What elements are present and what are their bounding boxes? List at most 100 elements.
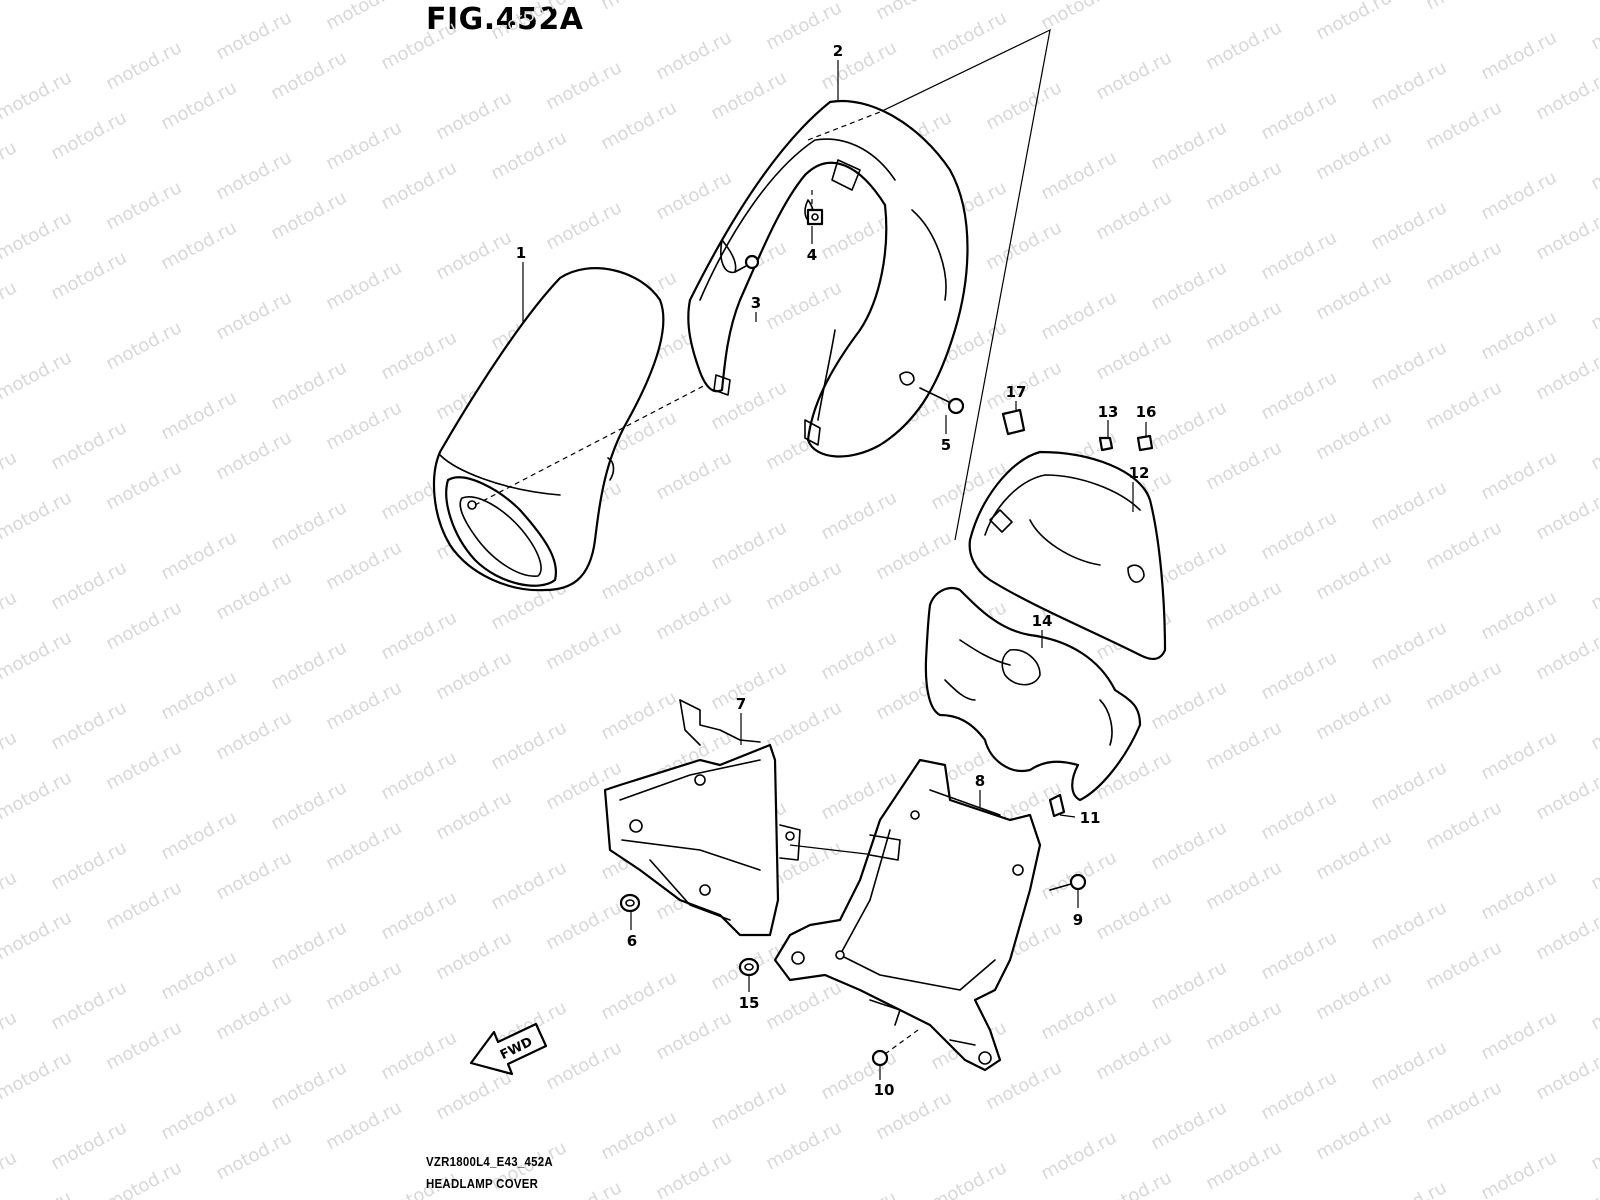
- watermark-text: motod.ru: [157, 947, 240, 1004]
- watermark-text: motod.ru: [762, 697, 845, 754]
- watermark-text: motod.ru: [817, 37, 900, 94]
- watermark-text: motod.ru: [542, 617, 625, 674]
- watermark-text: motod.ru: [707, 657, 790, 714]
- watermark-text: motod.ru: [157, 527, 240, 584]
- watermark-text: motod.ru: [1202, 437, 1285, 494]
- watermark-text: motod.ru: [1257, 647, 1340, 704]
- watermark-text: motod.ru: [47, 1117, 130, 1174]
- watermark-text: motod.ru: [1587, 137, 1600, 194]
- watermark-text: motod.ru: [212, 707, 295, 764]
- part-4-nut-clip: [806, 190, 824, 226]
- watermark-text: motod.ru: [322, 677, 405, 734]
- part-5-fastener: [919, 387, 965, 415]
- watermark-text: motod.ru: [212, 987, 295, 1044]
- watermark-text: motod.ru: [1477, 727, 1560, 784]
- watermark-text: motod.ru: [322, 117, 405, 174]
- part-14-lower-inner-cover: [924, 587, 1142, 802]
- watermark-text: motod.ru: [377, 1027, 460, 1084]
- watermark-text: motod.ru: [1367, 1037, 1450, 1094]
- part-7-bracket-left: [603, 699, 801, 937]
- watermark-text: motod.ru: [597, 1107, 680, 1164]
- watermark-text: motod.ru: [762, 277, 845, 334]
- watermark-text: motod.ru: [1422, 657, 1505, 714]
- watermark-text: motod.ru: [707, 1077, 790, 1134]
- watermark-text: motod.ru: [597, 0, 680, 14]
- watermark-text: motod.ru: [267, 497, 350, 554]
- watermark-text: motod.ru: [432, 647, 515, 704]
- watermark-text: motod.ru: [0, 1147, 20, 1200]
- watermark-text: motod.ru: [377, 327, 460, 384]
- watermark-text: motod.ru: [597, 547, 680, 604]
- watermark-text: motod.ru: [1367, 617, 1450, 674]
- watermark-text: motod.ru: [47, 557, 130, 614]
- watermark-text: motod.ru: [157, 807, 240, 864]
- watermark-text: motod.ru: [1587, 1117, 1600, 1174]
- watermark-text: motod.ru: [1257, 367, 1340, 424]
- watermark-text: motod.ru: [487, 127, 570, 184]
- watermark-text: motod.ru: [817, 627, 900, 684]
- callout-10: 10: [874, 1081, 895, 1099]
- callout-9: 9: [1073, 911, 1083, 929]
- watermark-text: motod.ru: [542, 197, 625, 254]
- watermark-text: motod.ru: [1477, 587, 1560, 644]
- part-12-inner-cover: [968, 450, 1167, 660]
- watermark-text: motod.ru: [0, 1007, 20, 1064]
- callout-4: 4: [807, 246, 817, 264]
- watermark-text: motod.ru: [817, 487, 900, 544]
- watermark-text: motod.ru: [762, 977, 845, 1034]
- watermark-text: motod.ru: [267, 637, 350, 694]
- watermark-text: motod.ru: [1257, 507, 1340, 564]
- watermark-text: motod.ru: [1587, 837, 1600, 894]
- watermark-text: motod.ru: [47, 247, 130, 304]
- watermark-text: motod.ru: [1202, 997, 1285, 1054]
- watermark-text: motod.ru: [597, 967, 680, 1024]
- watermark-text: motod.ru: [1202, 857, 1285, 914]
- watermark-text: motod.ru: [487, 857, 570, 914]
- watermark-text: motod.ru: [0, 587, 20, 644]
- watermark-text: motod.ru: [652, 27, 735, 84]
- watermark-text: motod.ru: [707, 67, 790, 124]
- figure-caption: HEADLAMP COVER: [426, 1176, 539, 1191]
- watermark-text: motod.ru: [47, 107, 130, 164]
- watermark-text: motod.ru: [1422, 0, 1505, 14]
- watermark-text: motod.ru: [1367, 197, 1450, 254]
- callout-8: 8: [975, 772, 985, 790]
- part-1-headlamp-shell: [432, 267, 665, 592]
- watermark-text: motod.ru: [1477, 1147, 1560, 1200]
- watermark-text: motod.ru: [1092, 887, 1175, 944]
- watermark-text: motod.ru: [212, 427, 295, 484]
- watermark-text: motod.ru: [322, 257, 405, 314]
- watermark-text: motod.ru: [652, 167, 735, 224]
- watermark-text: motod.ru: [982, 217, 1065, 274]
- watermark-text: motod.ru: [212, 7, 295, 64]
- watermark-text: motod.ru: [212, 567, 295, 624]
- watermark-text: motod.ru: [762, 1117, 845, 1174]
- watermark-text: motod.ru: [542, 1177, 625, 1200]
- watermark-text: motod.ru: [157, 217, 240, 274]
- watermark-text: motod.ru: [47, 977, 130, 1034]
- watermark-text: motod.ru: [1367, 57, 1450, 114]
- watermark-text: motod.ru: [1532, 207, 1600, 264]
- watermark-text: motod.ru: [1147, 397, 1230, 454]
- watermark-text: motod.ru: [1587, 977, 1600, 1034]
- watermark-text: motod.ru: [1312, 827, 1395, 884]
- watermark-text: motod.ru: [1587, 277, 1600, 334]
- callout-5: 5: [941, 436, 951, 454]
- watermark-text: motod.ru: [0, 727, 20, 784]
- watermark-text: motod.ru: [872, 0, 955, 24]
- part-2-headlamp-cover: [687, 99, 969, 458]
- watermark-text: motod.ru: [1037, 1127, 1120, 1184]
- fwd-arrow-icon: FWD: [469, 1022, 548, 1076]
- watermark-text: motod.ru: [1037, 147, 1120, 204]
- callout-12: 12: [1129, 464, 1150, 482]
- watermark-text: motod.ru: [1532, 627, 1600, 684]
- callout-2: 2: [833, 42, 843, 60]
- watermark-text: motod.ru: [212, 147, 295, 204]
- callout-17: 17: [1006, 383, 1027, 401]
- watermark-text: motod.ru: [652, 587, 735, 644]
- watermark-text: motod.ru: [432, 227, 515, 284]
- watermark-text: motod.ru: [212, 847, 295, 904]
- watermark-text: motod.ru: [0, 867, 20, 924]
- watermark-text: motod.ru: [1147, 817, 1230, 874]
- callout-7: 7: [736, 695, 746, 713]
